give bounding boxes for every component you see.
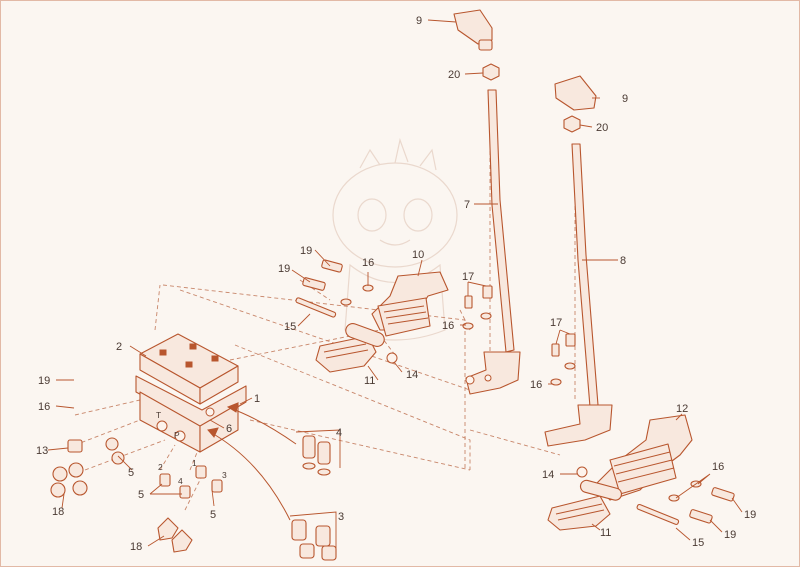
callout-8: 8 <box>620 255 626 267</box>
callout-14-lower: 14 <box>542 469 554 481</box>
callout-19-upper-b: 19 <box>278 263 290 275</box>
callout-9-top: 9 <box>416 15 422 27</box>
callout-16-left: 16 <box>38 401 50 413</box>
port-label-1: 1 <box>192 458 197 468</box>
seal-kits <box>289 429 341 561</box>
callout-5-right: 5 <box>210 509 216 521</box>
callout-4: 4 <box>336 427 342 439</box>
lever-8 <box>544 75 613 447</box>
callout-16-right: 16 <box>530 379 542 391</box>
callout-15-lower: 15 <box>692 537 704 549</box>
callout-20-top: 20 <box>448 69 460 81</box>
callout-19-left: 19 <box>38 375 50 387</box>
callout-11-lower: 11 <box>600 527 611 539</box>
callout-labels: 9 20 9 20 7 8 10 19 19 16 15 17 16 11 14… <box>36 15 756 553</box>
callout-12: 12 <box>676 403 688 415</box>
callout-16-upper-right: 16 <box>442 320 454 332</box>
callout-19-upper-a: 19 <box>300 245 312 257</box>
callout-1: 1 <box>254 393 260 405</box>
callout-15-upper: 15 <box>284 321 296 333</box>
port-labels: T P 2 4 1 3 <box>156 410 227 486</box>
pedal-assembly-upper <box>315 271 449 373</box>
callout-16-lower: 16 <box>712 461 724 473</box>
callout-2: 2 <box>116 341 122 353</box>
callout-10: 10 <box>412 249 424 261</box>
pedal-assembly-lower <box>547 333 735 531</box>
valve-block <box>135 333 247 453</box>
callout-17-upper: 17 <box>462 271 474 283</box>
port-label-2: 2 <box>158 462 163 472</box>
callout-7: 7 <box>464 199 470 211</box>
port-label-p: P <box>174 430 180 440</box>
port-label-4: 4 <box>178 476 183 486</box>
assembly-arrows <box>207 402 297 521</box>
callout-14-upper: 14 <box>406 369 418 381</box>
callout-6: 6 <box>226 423 232 435</box>
callout-9-right: 9 <box>622 93 628 105</box>
callout-13: 13 <box>36 445 48 457</box>
leader-lines <box>47 19 743 547</box>
fittings <box>50 437 223 553</box>
callout-3: 3 <box>338 511 344 523</box>
callout-16-upper: 16 <box>362 257 374 269</box>
port-label-t: T <box>156 410 161 420</box>
callout-5-middle: 5 <box>138 489 144 501</box>
callout-18-bottom: 18 <box>130 541 142 553</box>
callout-19-lower-b: 19 <box>724 529 736 541</box>
callout-19-lower-a: 19 <box>744 509 756 521</box>
callout-11-upper: 11 <box>364 375 375 387</box>
lever-7 <box>453 9 521 395</box>
callout-17-right: 17 <box>550 317 562 329</box>
callout-20-right: 20 <box>596 122 608 134</box>
port-label-3: 3 <box>222 470 227 480</box>
callout-5-left: 5 <box>128 467 134 479</box>
callout-18-left: 18 <box>52 506 64 518</box>
